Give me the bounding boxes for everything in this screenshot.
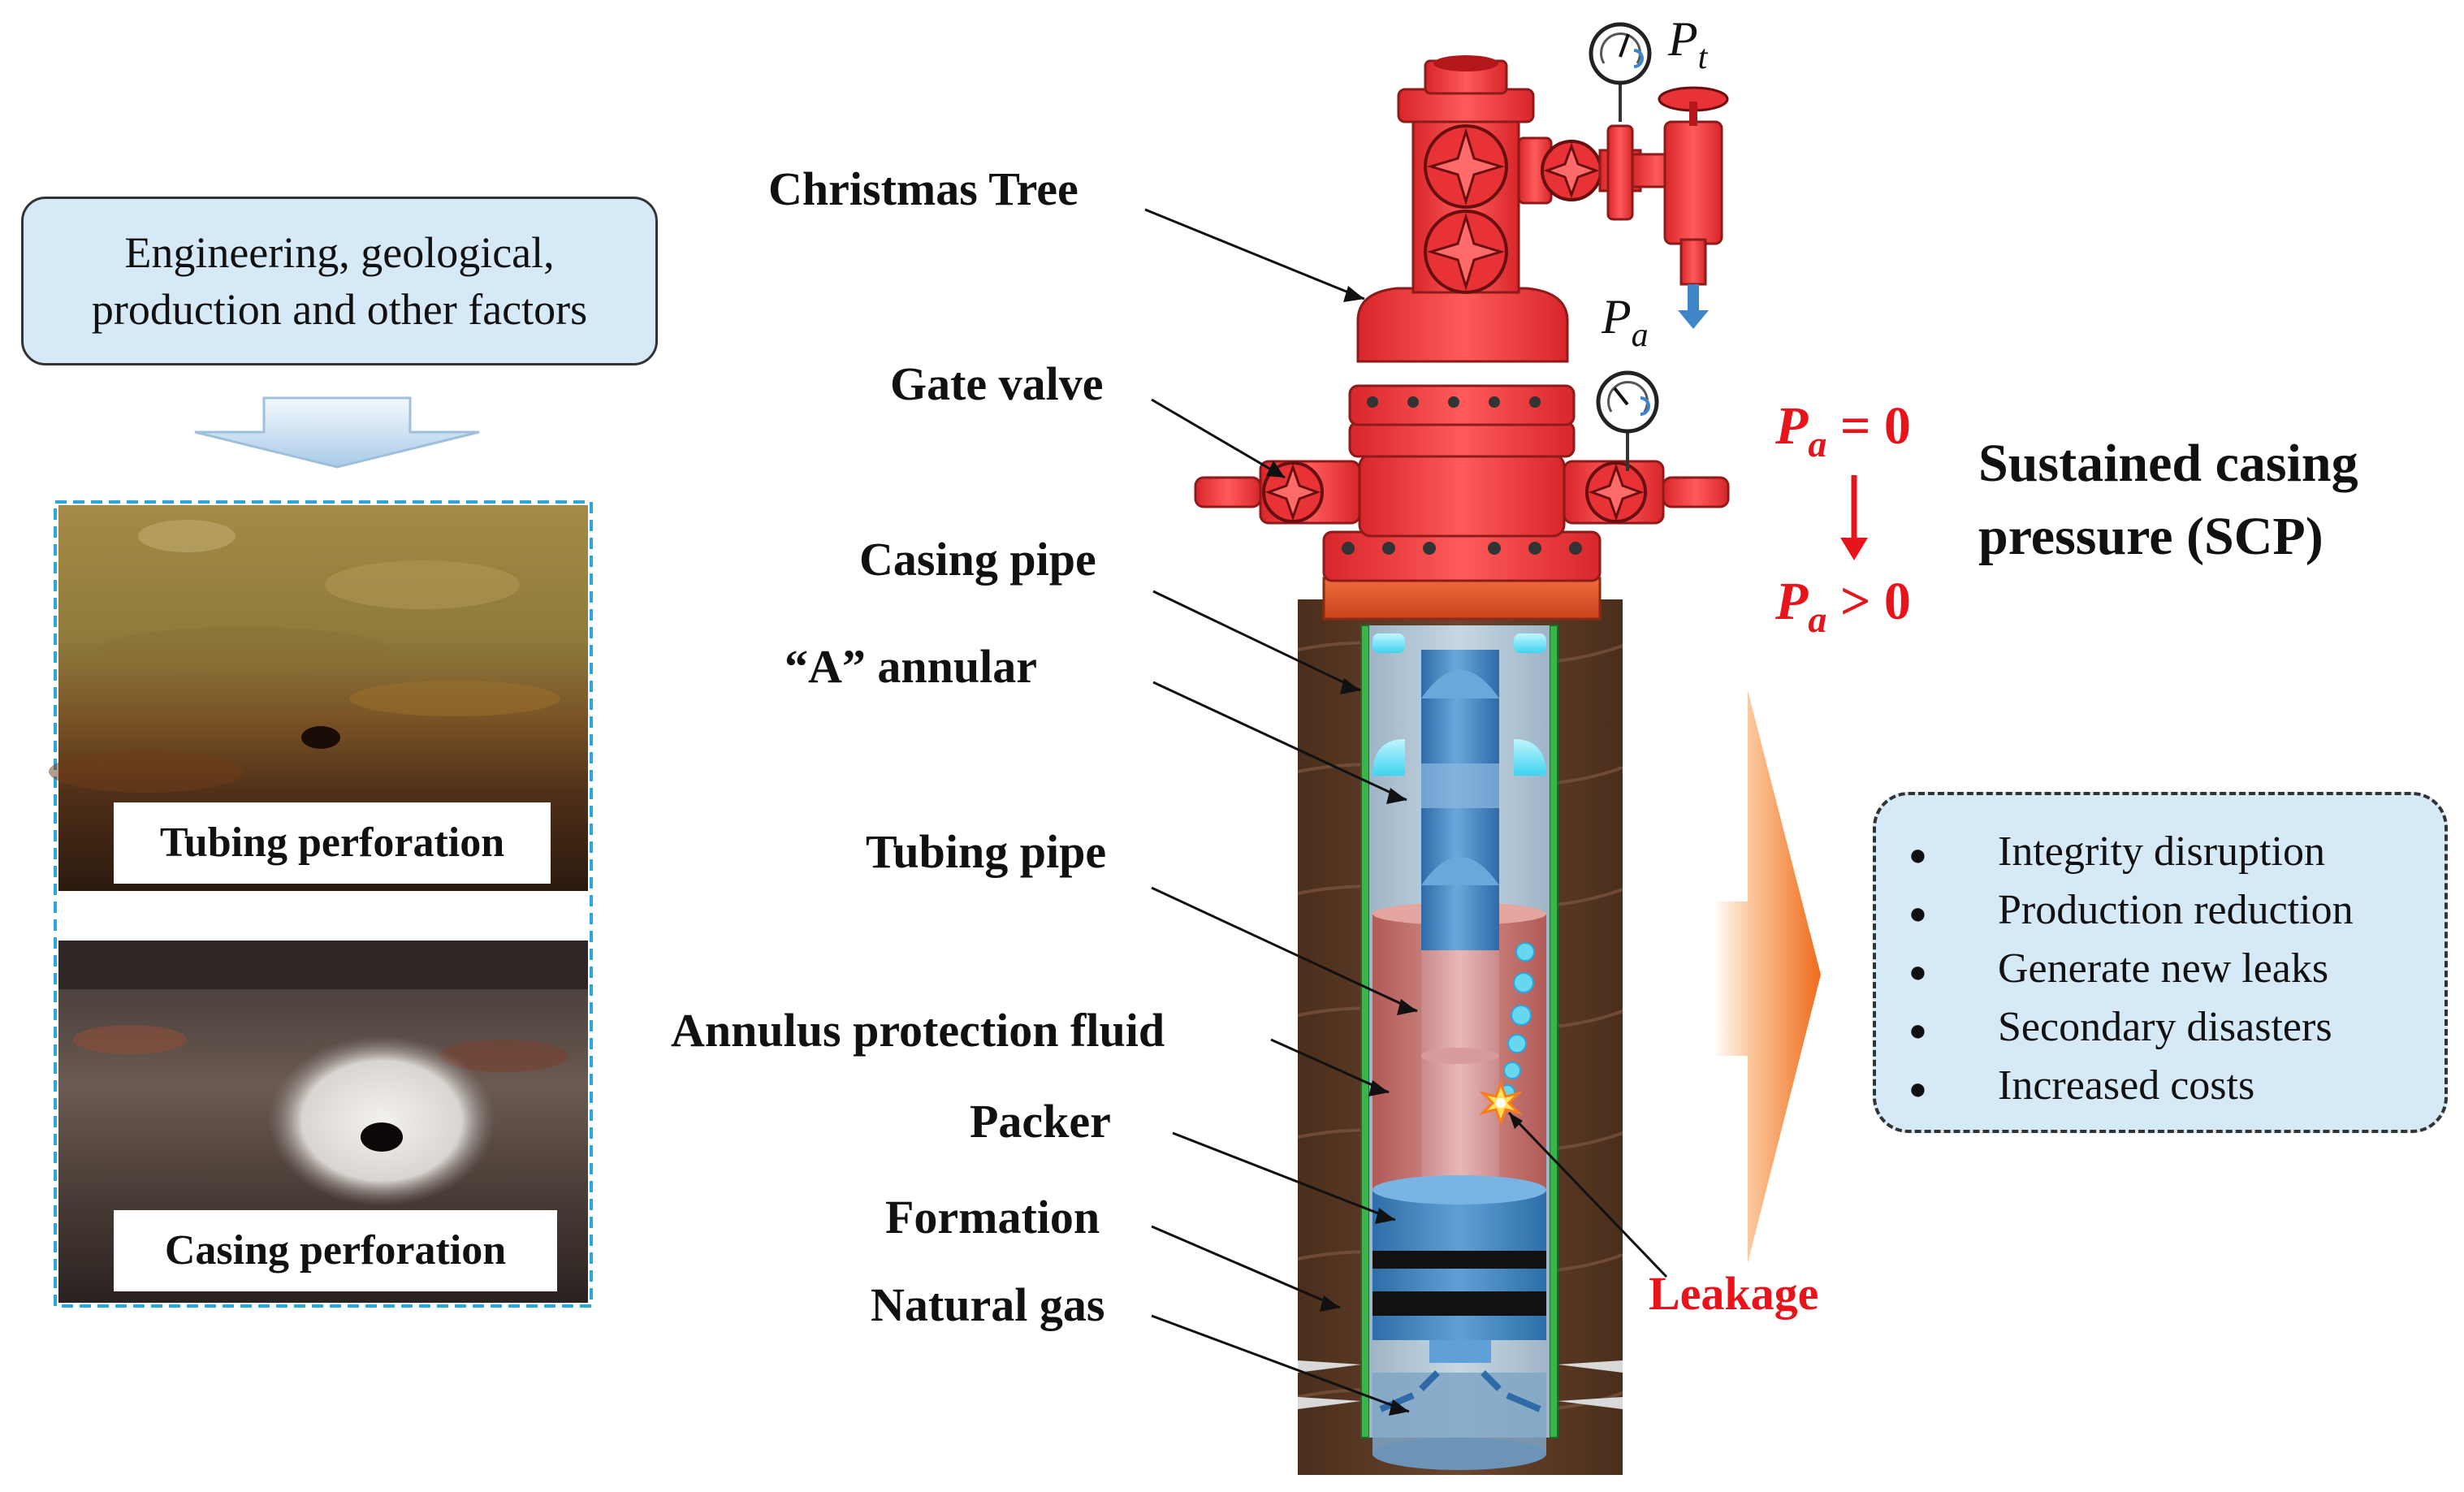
consequence-text: Integrity disruption bbox=[1998, 828, 2325, 875]
consequence-arrow bbox=[1714, 690, 1821, 1263]
natural-gas bbox=[1372, 1370, 1546, 1470]
pa-gauge-icon bbox=[1596, 370, 1659, 471]
label-tubing-pipe: Tubing pipe bbox=[866, 825, 1106, 878]
consequence-item: ● Generate new leaks bbox=[1909, 940, 2445, 998]
label-packer: Packer bbox=[970, 1095, 1111, 1148]
consequence-item: ● Production reduction bbox=[1909, 881, 2445, 940]
factors-box: Engineering, geological, production and … bbox=[21, 197, 658, 365]
pt-gauge-icon bbox=[1589, 22, 1652, 122]
consequence-item: ● Integrity disruption bbox=[1909, 823, 2445, 881]
tubing-perforation-label: Tubing perforation bbox=[114, 802, 551, 884]
wellbore bbox=[1297, 599, 1623, 1475]
scp-before: Pa = 0 bbox=[1775, 396, 1911, 465]
master-valve-upper-icon bbox=[1424, 124, 1508, 209]
consequences-box: ● Integrity disruption ● Production reducti… bbox=[1873, 792, 2448, 1133]
label-annulus-fluid: Annulus protection fluid bbox=[671, 1004, 1165, 1057]
factors-line-1: Engineering, geological, bbox=[124, 228, 555, 277]
wing-valve-icon bbox=[1541, 140, 1602, 201]
factors-line-2: production and other factors bbox=[91, 285, 588, 334]
gate-valve-right-icon bbox=[1585, 461, 1647, 523]
factors-down-arrow bbox=[194, 396, 480, 469]
scp-title-line-2: pressure (SCP) bbox=[1978, 507, 2324, 566]
tubing-hole bbox=[301, 726, 340, 749]
label-gate-valve: Gate valve bbox=[890, 357, 1104, 410]
casing-wall-right bbox=[1549, 625, 1558, 1438]
bullet-icon: ● bbox=[1909, 838, 1927, 873]
consequence-text: Production reduction bbox=[1998, 887, 2354, 933]
label-christmas-tree: Christmas Tree bbox=[768, 162, 1079, 215]
casing-hole bbox=[361, 1122, 403, 1152]
master-valve-lower-icon bbox=[1424, 210, 1508, 294]
photo-panel-frame bbox=[54, 500, 593, 1308]
scp-title-line-1: Sustained casing bbox=[1978, 434, 2358, 493]
bullet-icon: ● bbox=[1909, 1014, 1927, 1049]
label-natural-gas: Natural gas bbox=[871, 1278, 1104, 1331]
corrosion-spot bbox=[268, 1036, 495, 1206]
consequence-item: ● Secondary disasters bbox=[1909, 998, 2445, 1057]
gate-valve-left-icon bbox=[1262, 461, 1324, 523]
consequence-text: Increased costs bbox=[1998, 1062, 2255, 1109]
label-a-annular: “A” annular bbox=[785, 640, 1037, 693]
casing-perforation-label: Casing perforation bbox=[114, 1210, 557, 1291]
scp-change-arrow bbox=[1840, 475, 1868, 560]
leak-burst-icon bbox=[1479, 1079, 1523, 1127]
consequence-item: ● Increased costs bbox=[1909, 1057, 2445, 1115]
consequence-text: Generate new leaks bbox=[1998, 945, 2329, 992]
pa-label: Pa bbox=[1601, 290, 1649, 354]
gas-bubbles bbox=[1499, 942, 1535, 1101]
christmas-tree bbox=[1194, 55, 1730, 621]
bullet-icon: ● bbox=[1909, 897, 1927, 932]
outlet-flow-arrow bbox=[1678, 284, 1709, 329]
label-casing-pipe: Casing pipe bbox=[859, 533, 1096, 586]
bullet-icon: ● bbox=[1909, 955, 1927, 990]
label-formation: Formation bbox=[885, 1191, 1100, 1243]
pt-label: Pt bbox=[1667, 12, 1709, 76]
packer bbox=[1372, 1175, 1546, 1340]
bullet-icon: ● bbox=[1909, 1072, 1927, 1107]
label-leakage: Leakage bbox=[1649, 1267, 1818, 1320]
scp-after: Pa > 0 bbox=[1775, 572, 1911, 640]
casing-wall-left bbox=[1360, 625, 1370, 1438]
leader-lines bbox=[1144, 208, 1668, 1413]
consequence-text: Secondary disasters bbox=[1998, 1004, 2332, 1050]
consequences-list: ● Integrity disruption ● Production reducti… bbox=[1909, 823, 2445, 1115]
